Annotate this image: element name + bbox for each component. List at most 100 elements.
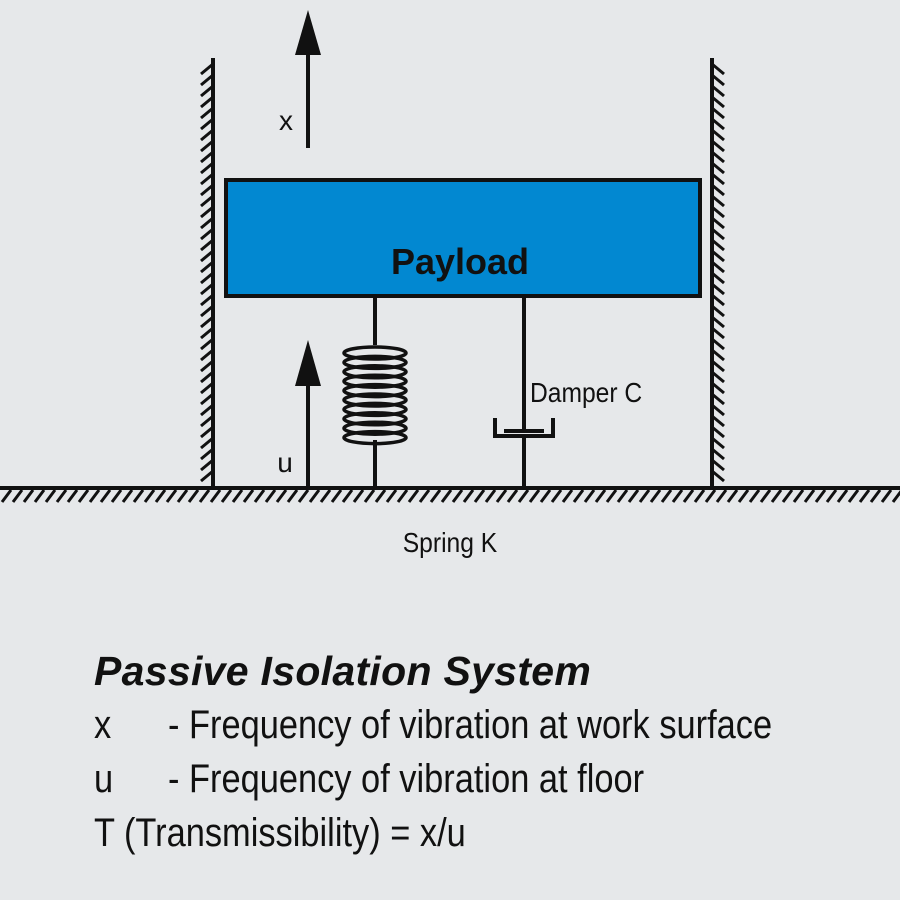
hatch-stroke [711,271,725,285]
hatch-stroke [462,489,475,503]
hatch-stroke [200,326,214,340]
hatch-stroke [803,489,816,503]
isolation-diagram: Payload x u Damper C Spring K [0,10,900,558]
x-arrow [295,10,321,148]
hatch-stroke [319,489,332,503]
legend-title: Passive Isolation System [94,648,592,694]
hatch-stroke [0,489,13,503]
hatch-stroke [132,489,145,503]
hatch-stroke [858,489,871,503]
floor [0,486,900,503]
legend-text-u: - Frequency of vibration at floor [167,757,645,801]
hatch-stroke [572,489,585,503]
hatch-stroke [385,489,398,503]
hatch-stroke [22,489,35,503]
hatch-stroke [484,489,497,503]
hatch-stroke [264,489,277,503]
hatch-stroke [11,489,24,503]
hatch-stroke [407,489,420,503]
hatch-stroke [200,117,214,131]
payload-label: Payload [391,241,529,282]
spring-k [342,298,408,487]
hatch-stroke [352,489,365,503]
hatch-stroke [711,304,725,318]
legend-row-transmissibility: T (Transmissibility) = x/u [94,806,773,860]
hatch-stroke [671,489,684,503]
hatch-stroke [711,216,725,230]
hatch-stroke [711,172,725,186]
hatch-stroke [200,348,214,362]
hatch-stroke [711,359,725,373]
hatch-stroke [200,282,214,296]
hatch-stroke [200,194,214,208]
hatch-stroke [693,489,706,503]
hatch-stroke [594,489,607,503]
hatch-stroke [253,489,266,503]
hatch-stroke [880,489,893,503]
spring-coil [342,411,408,427]
hatch-stroke [711,370,725,384]
hatch-stroke [737,489,750,503]
hatch-stroke [711,403,725,417]
hatch-stroke [711,469,725,483]
hatch-stroke [473,489,486,503]
hatch-stroke [539,489,552,503]
hatch-stroke [200,381,214,395]
hatch-stroke [286,489,299,503]
u-arrow [295,340,321,487]
hatch-stroke [200,425,214,439]
hatch-stroke [200,436,214,450]
payload-block [224,178,702,298]
spring-coil [342,420,408,436]
legend: Passive Isolation System x- Frequency of… [94,644,884,860]
hatch-stroke [711,205,725,219]
hatch-stroke [200,62,214,76]
hatch-stroke [200,139,214,153]
hatch-stroke [616,489,629,503]
hatch-stroke [121,489,134,503]
hatch-stroke [176,489,189,503]
hatch-stroke [711,337,725,351]
damper-label: Damper C [530,377,642,409]
hatch-stroke [200,359,214,373]
hatch-stroke [506,489,519,503]
spring-coil [342,401,408,418]
hatch-stroke [200,337,214,351]
hatch-stroke [200,403,214,417]
hatch-stroke [759,489,772,503]
hatch-stroke [825,489,838,503]
hatch-stroke [711,315,725,329]
hatch-stroke [200,106,214,120]
hatch-stroke [66,489,79,503]
hatch-stroke [231,489,244,503]
hatch-stroke [429,489,442,503]
hatch-stroke [711,84,725,98]
hatch-stroke [200,414,214,428]
hatch-stroke [711,392,725,406]
hatch-stroke [711,425,725,439]
hatch-stroke [99,489,112,503]
hatch-stroke [711,260,725,274]
spring-coil [342,364,408,380]
hatch-stroke [704,489,717,503]
hatch-stroke [297,489,310,503]
left-wall [200,58,215,487]
hatch-stroke [165,489,178,503]
hatch-stroke [200,469,214,483]
hatch-stroke [308,489,321,503]
hatch-stroke [200,315,214,329]
spring-coils [342,345,408,446]
legend-row-u: u- Frequency of vibration at floor [94,752,773,806]
spring-coil [342,354,408,371]
hatch-stroke [561,489,574,503]
spring-coil [342,382,408,399]
hatch-stroke [200,84,214,98]
hatch-stroke [200,216,214,230]
hatch-stroke [143,489,156,503]
hatch-stroke [275,489,288,503]
hatch-stroke [154,489,167,503]
hatch-stroke [770,489,783,503]
hatch-stroke [33,489,46,503]
hatch-stroke [711,139,725,153]
hatch-stroke [711,150,725,164]
